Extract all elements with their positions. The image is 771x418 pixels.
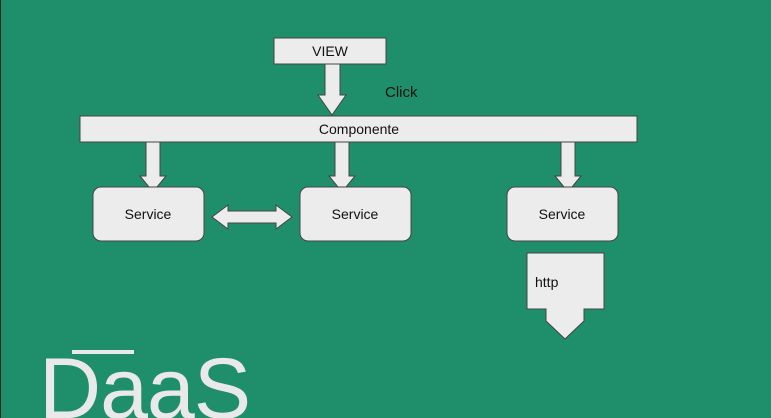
http-label: http: [535, 274, 559, 290]
component-node: Componente: [79, 115, 638, 143]
view-node: VIEW: [273, 37, 387, 65]
http-node: http: [526, 252, 605, 340]
double-arrow-service-1-service-2: [211, 204, 293, 230]
click-label: Click: [385, 84, 418, 101]
arrow-component-to-service-2: [327, 141, 357, 193]
service-node-2: Service: [299, 186, 412, 242]
service-3-label: Service: [539, 206, 586, 222]
service-2-label: Service: [332, 206, 379, 222]
arrow-component-to-service-1: [138, 141, 168, 193]
arrow-view-to-component: [317, 63, 347, 116]
service-node-3: Service: [506, 186, 619, 242]
view-label: VIEW: [312, 43, 349, 59]
service-node-1: Service: [92, 186, 205, 242]
service-1-label: Service: [125, 206, 172, 222]
daas-logo: DaaS: [39, 341, 251, 418]
component-label: Componente: [319, 121, 399, 137]
arrow-component-to-service-3: [553, 141, 583, 193]
logo-accent-bar: [72, 350, 134, 354]
